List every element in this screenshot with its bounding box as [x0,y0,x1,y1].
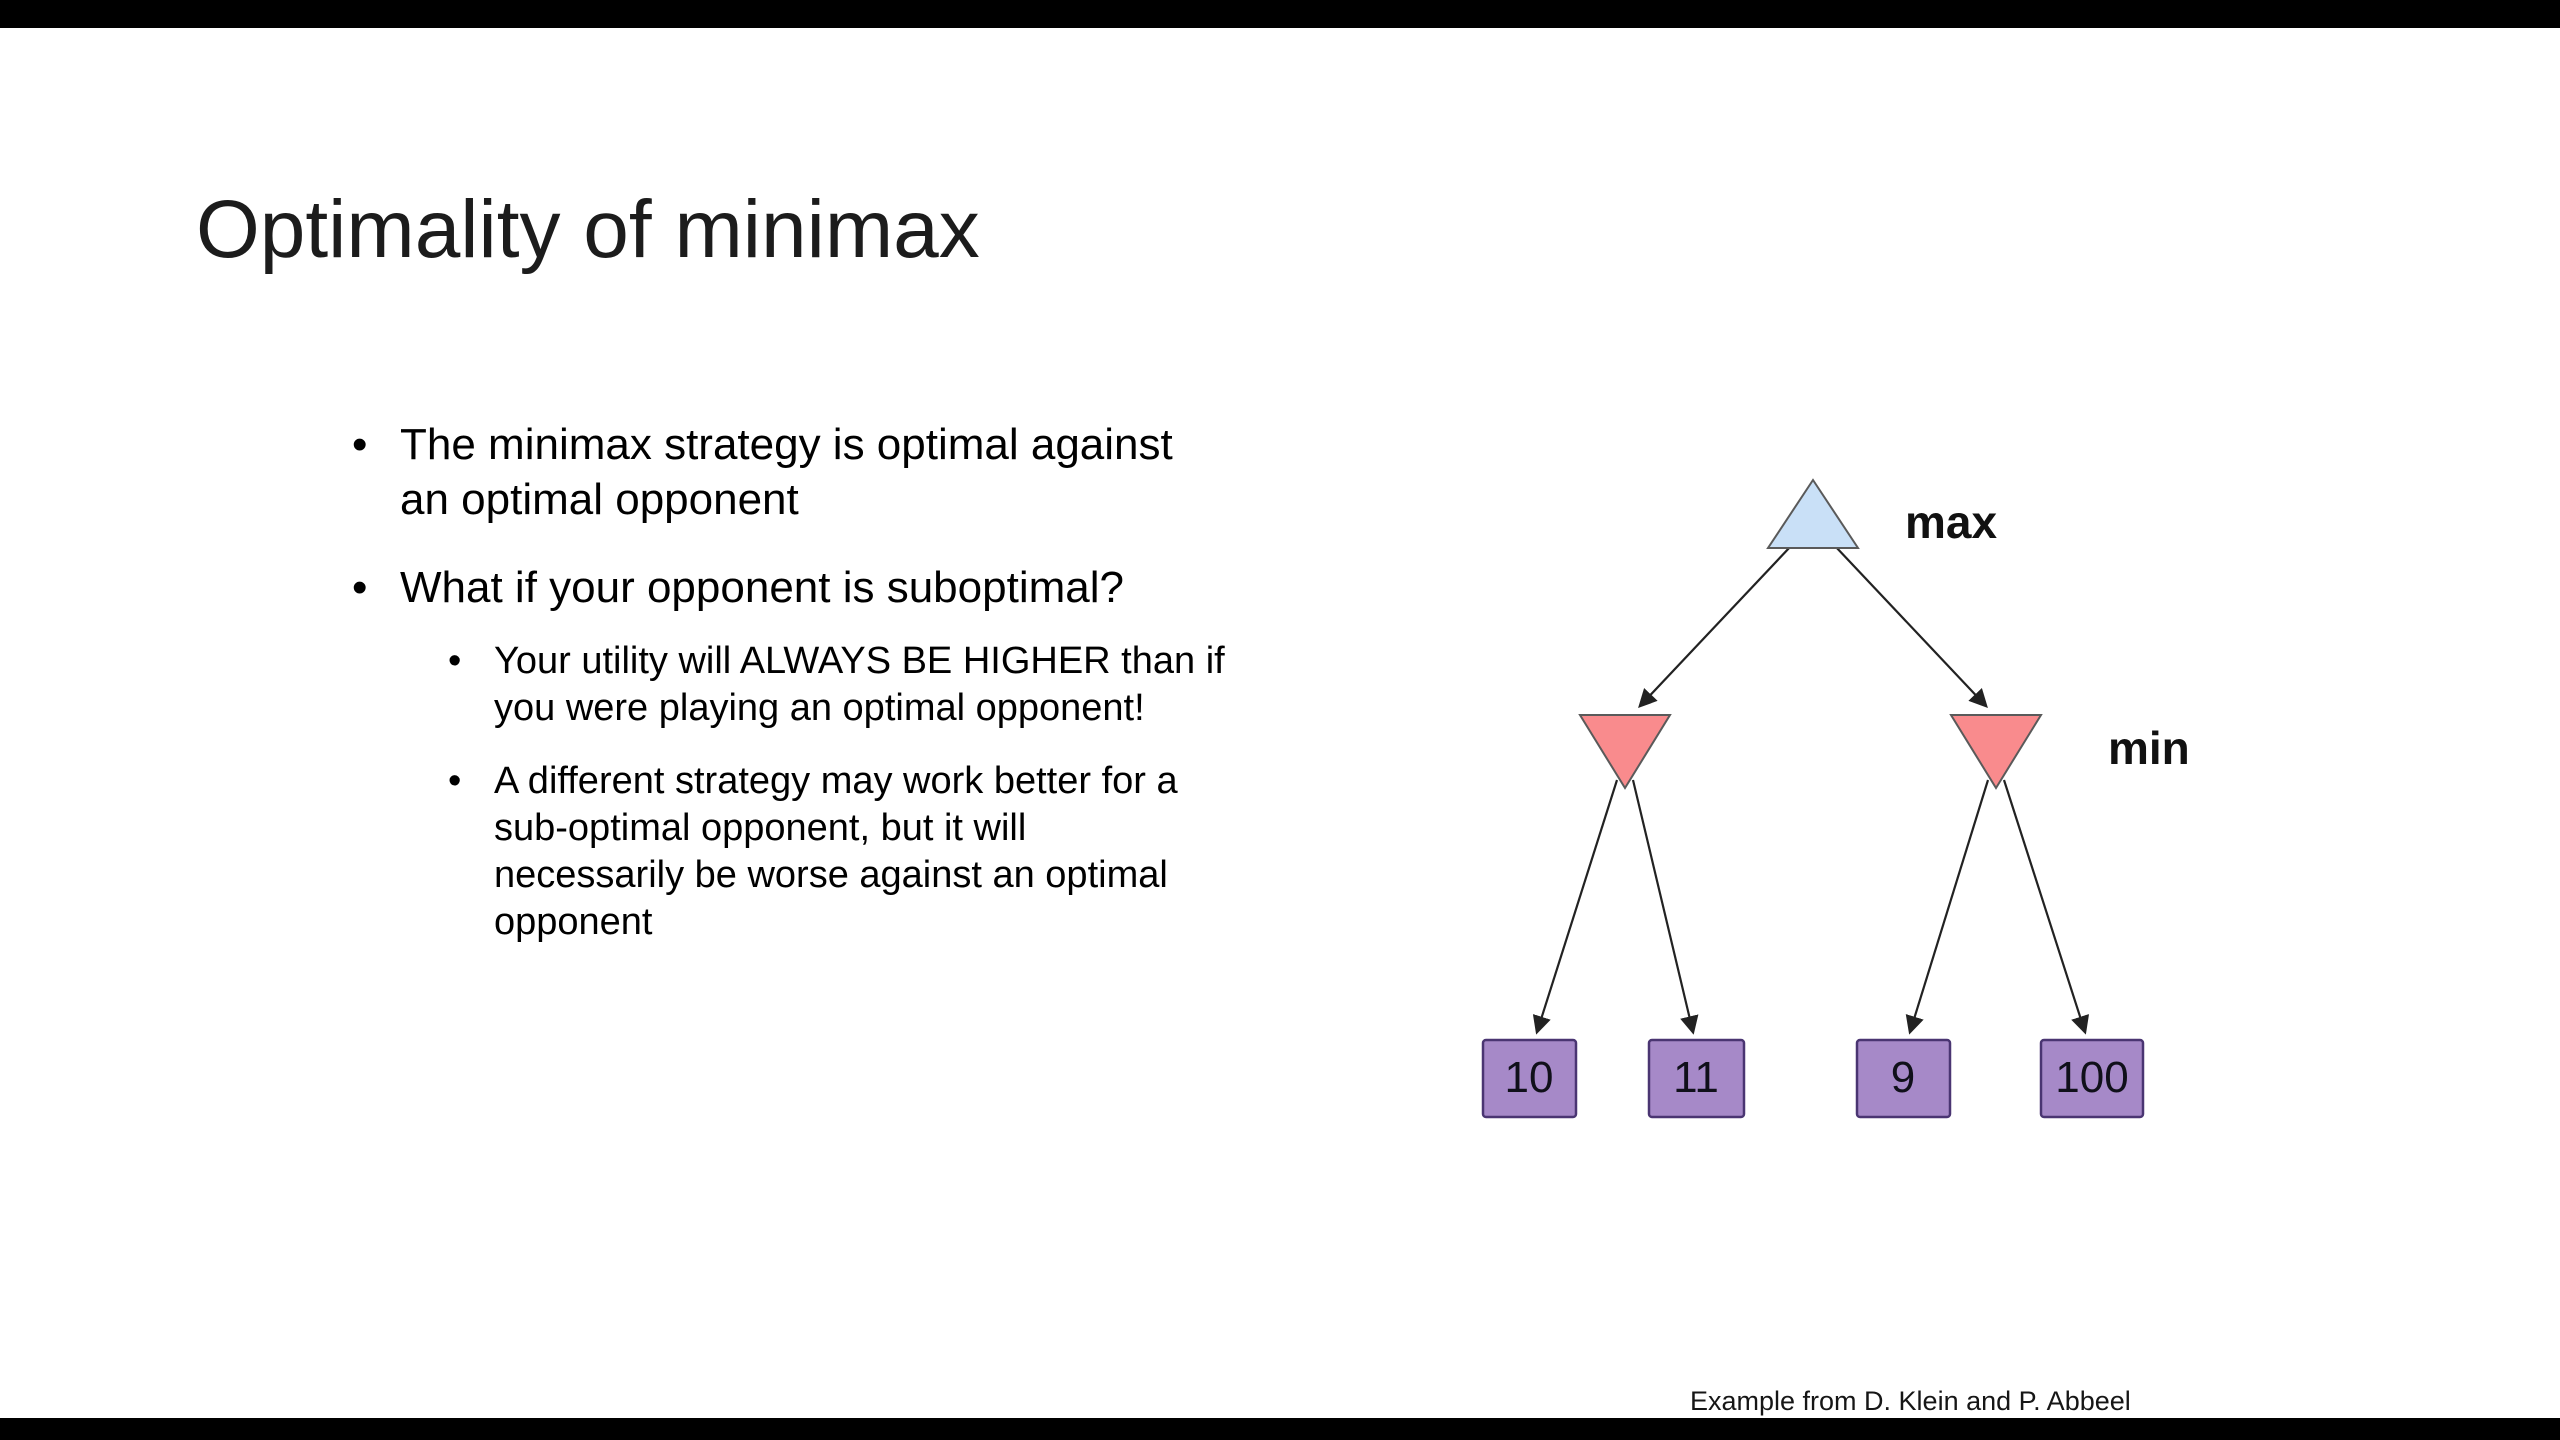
leaf-value-9: 9 [1891,1053,1915,1102]
edge-max-to-min-left [1638,545,1792,709]
bullet-item: • What if your opponent is suboptimal? [352,561,1502,616]
sub-bullet-item: • A different strategy may work better f… [448,758,1502,946]
edge-min-right-to-leaf-100 [2002,779,2090,1035]
bullet-marker: • [448,759,462,802]
edge-min-right-to-leaf-9 [1905,779,1990,1035]
bullet-marker: • [352,563,368,613]
slide-title: Optimality of minimax [196,183,980,275]
min-node-right-triangle [1949,714,2043,790]
attribution-text: Example from D. Klein and P. Abbeel [1690,1386,2131,1416]
edge-max-to-min-right [1834,545,1988,709]
edge-min-left-to-leaf-11 [1631,779,1699,1035]
leaf-node-11 [1647,1038,1746,1119]
max-label: max [1905,496,1997,548]
sub-bullet-text: A different strategy may work better for… [494,759,1178,944]
edge-min-left-to-leaf-10 [1532,779,1619,1035]
letterbox-top [0,0,2560,28]
leaf-node-10 [1481,1038,1578,1119]
bullet-item: • The minimax strategy is optimal agains… [352,418,1502,527]
bullet-marker: • [448,639,462,682]
bullet-marker: • [352,420,368,469]
leaf-node-100 [2039,1038,2145,1119]
letterbox-bottom [0,1418,2560,1440]
bullet-text: What if your opponent is suboptimal? [400,563,1124,613]
sub-bullet-item: • Your utility will ALWAYS BE HIGHER tha… [448,638,1502,732]
leaf-value-11: 11 [1673,1053,1719,1102]
bullet-list: • The minimax strategy is optimal agains… [352,418,1502,972]
bullet-text: The minimax strategy is optimal against … [400,420,1173,524]
leaf-node-9 [1855,1038,1952,1119]
min-node-left-triangle [1578,714,1672,790]
minimax-tree-diagram: max min 10 11 9 100 [1400,430,2250,1170]
sub-bullet-list: • Your utility will ALWAYS BE HIGHER tha… [448,638,1502,947]
max-node-triangle [1766,478,1860,549]
min-label: min [2108,722,2190,774]
sub-bullet-text: Your utility will ALWAYS BE HIGHER than … [494,639,1225,729]
leaf-value-10: 10 [1505,1053,1554,1102]
leaf-value-100: 100 [2055,1053,2128,1102]
